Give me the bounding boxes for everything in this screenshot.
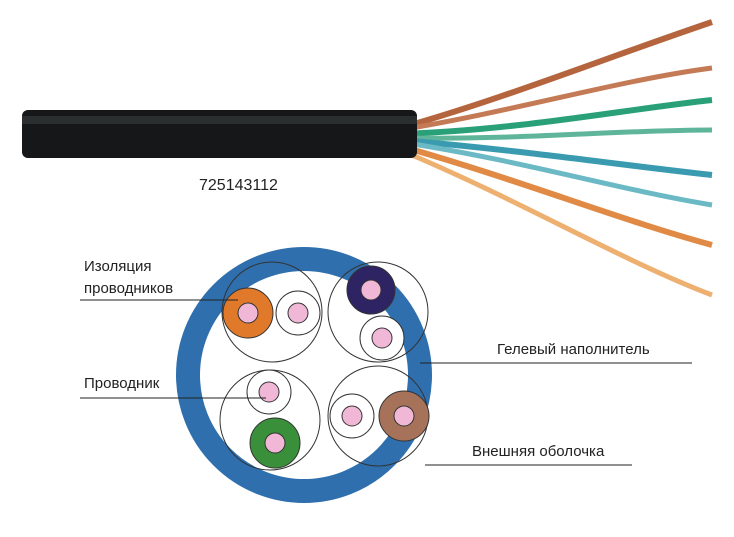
label-insulation-2: проводников [84,280,174,297]
label-gel-filler: Гелевый наполнитель [497,341,650,358]
cross-section [176,247,432,503]
label-conductor: Проводник [84,375,160,392]
cable-photo [22,19,713,298]
leader-lines [80,299,692,466]
product-code: 725143112 [199,177,278,194]
label-insulation-1: Изоляция [84,258,152,275]
label-outer-jacket: Внешняя оболочка [472,443,605,460]
